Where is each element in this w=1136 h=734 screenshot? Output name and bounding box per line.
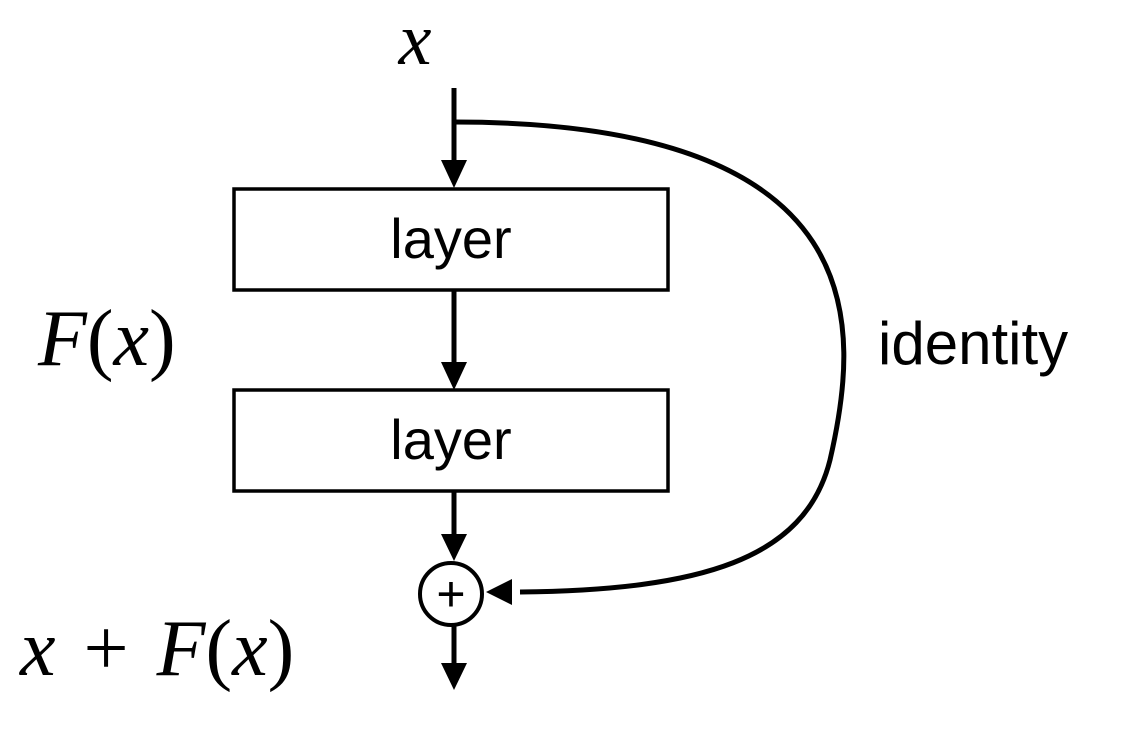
output-close-paren: ) (268, 605, 295, 693)
layer-box-1 (232, 187, 670, 292)
output-op: + (84, 605, 129, 693)
residual-func-name: F (37, 295, 88, 383)
identity-arrowhead (486, 579, 512, 605)
between-layers-arrowhead (441, 362, 467, 390)
output-label: x+F(x) (19, 605, 294, 693)
residual-arg: x (113, 295, 150, 383)
output-func-name: F (156, 605, 207, 693)
identity-shortcut-curve (453, 119, 847, 595)
sum-node (418, 561, 484, 627)
layer-box-2 (232, 388, 670, 493)
residual-close-paren: ) (149, 295, 176, 383)
input-arrowhead (441, 160, 467, 188)
sum-symbol: + (436, 566, 465, 622)
output-arg: x (231, 605, 268, 693)
output-open-paren: ( (206, 605, 233, 693)
residual-function-label: F(x) (37, 295, 176, 383)
layer-label-1: layer (390, 207, 511, 270)
layer-label-2: layer (390, 408, 511, 471)
input-label: x (398, 0, 432, 81)
to-sum-arrowhead (441, 534, 467, 561)
output-lhs: x (19, 605, 56, 693)
residual-open-paren: ( (87, 295, 114, 383)
output-arrowhead (441, 663, 467, 690)
identity-label: identity (878, 310, 1068, 377)
